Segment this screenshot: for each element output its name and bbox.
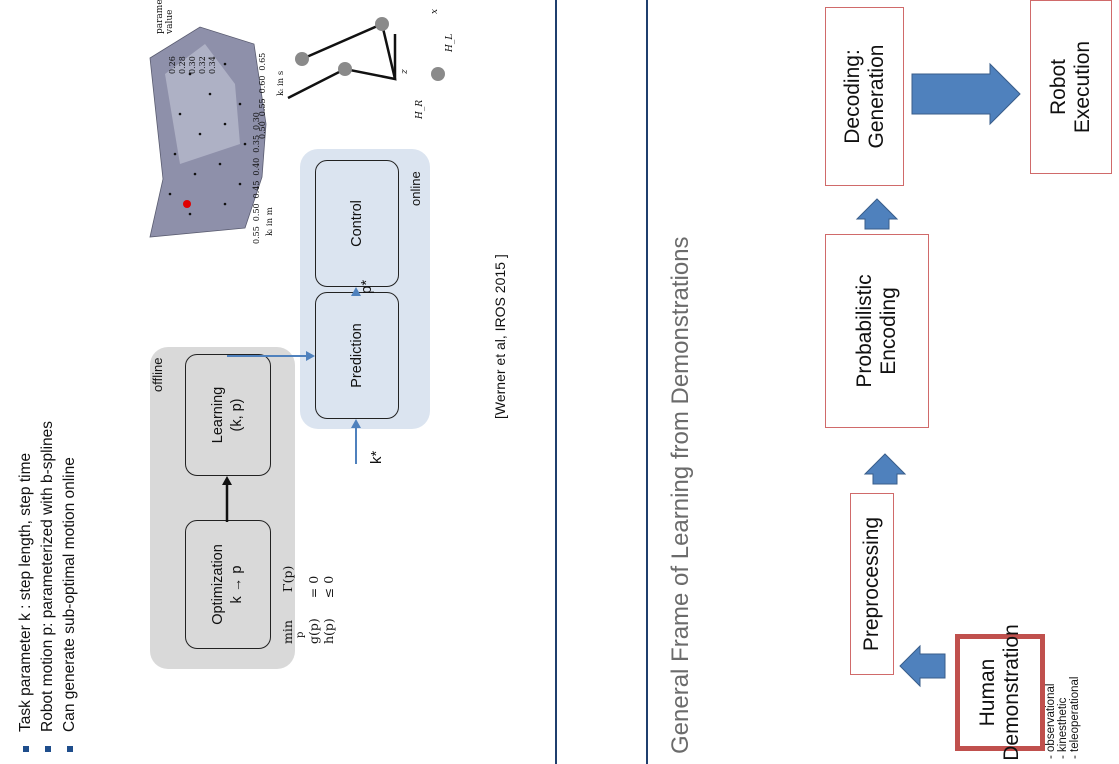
optimal-point-marker xyxy=(183,200,191,208)
arrowhead-learning-prediction xyxy=(306,351,315,361)
surface-highlight xyxy=(165,44,240,164)
arrowhead-k-prediction xyxy=(351,419,361,428)
surface-plot xyxy=(149,26,267,238)
surface-sample-points xyxy=(168,62,247,216)
arrow-decoding-execution xyxy=(911,62,1021,126)
robot-leg-sketch xyxy=(287,22,397,100)
arrow-preprocessing-encoding xyxy=(863,453,907,485)
arrowhead-opt-learning xyxy=(222,476,232,485)
arrowhead-prediction-control xyxy=(351,287,361,296)
robot-joints xyxy=(295,17,445,81)
arrow-human-preprocessing xyxy=(899,644,946,688)
arrow-encoding-decoding xyxy=(855,198,899,230)
